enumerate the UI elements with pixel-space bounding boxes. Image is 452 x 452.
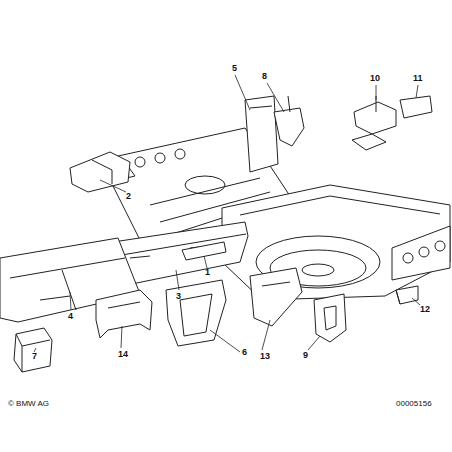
callout-number: 7	[32, 352, 37, 361]
callout-number: 10	[370, 74, 380, 83]
callout-number: 9	[303, 351, 308, 360]
callout-number: 14	[118, 350, 128, 359]
bracket	[314, 294, 346, 342]
angle-bracket	[396, 286, 418, 304]
callout-number: 3	[176, 292, 181, 301]
callout-number: 8	[262, 72, 267, 81]
box-bracket	[14, 328, 52, 372]
angle-bracket	[400, 96, 432, 118]
callout-number: 4	[68, 312, 73, 321]
callout-number: 13	[260, 352, 270, 361]
panel	[245, 96, 278, 172]
gusset	[250, 268, 302, 326]
callout-number: 12	[420, 305, 430, 314]
bracket	[70, 152, 130, 192]
support-bracket	[166, 280, 226, 346]
callout-number: 5	[232, 64, 237, 73]
callout-number: 11	[413, 74, 423, 83]
footer-text: 00005156	[396, 400, 432, 408]
plate	[352, 134, 386, 150]
callout-number: 1	[205, 268, 210, 277]
callout-number: 2	[126, 192, 131, 201]
bracket	[274, 96, 304, 146]
side-panel	[392, 226, 450, 280]
bracket	[354, 96, 396, 134]
callout-number: 6	[242, 348, 247, 357]
footer-text: © BMW AG	[8, 400, 49, 408]
bracket	[96, 290, 152, 338]
leader-lines	[34, 75, 420, 352]
